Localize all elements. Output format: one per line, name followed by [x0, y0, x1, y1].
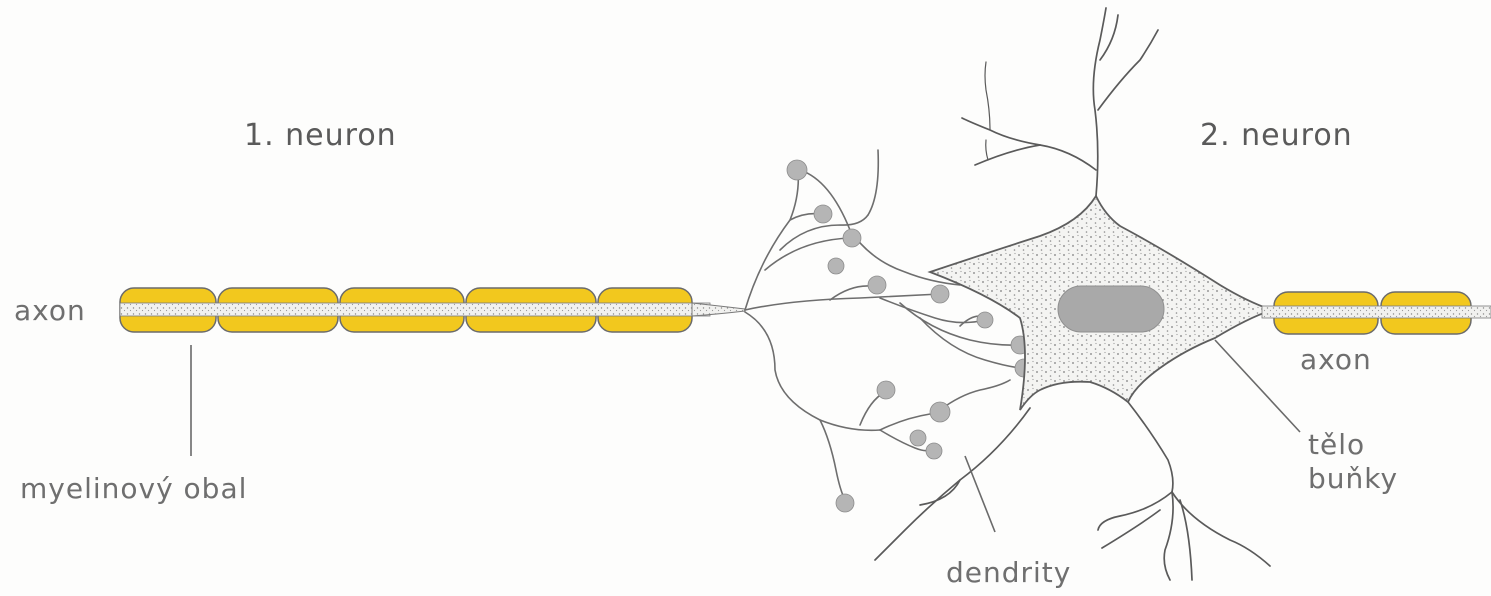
cell-body-label-line2: buňky — [1308, 462, 1398, 496]
terminal-bulb — [930, 402, 950, 422]
myelin-sheath-label: myelinový obal — [20, 472, 247, 505]
terminal-bulb — [787, 160, 807, 180]
cell-body-leader-line — [1215, 340, 1300, 432]
neuron-1-title: 1. neuron — [244, 118, 397, 153]
terminal-bulb — [843, 229, 861, 247]
terminal-bulb — [910, 430, 926, 446]
right-axon — [1262, 292, 1491, 334]
axon-label-right: axon — [1300, 343, 1372, 376]
terminal-bulbs — [787, 160, 1033, 512]
terminal-bulb — [977, 312, 993, 328]
terminal-bulb — [836, 494, 854, 512]
terminal-bulb — [926, 443, 942, 459]
left-axon — [120, 288, 745, 332]
nucleus — [1058, 286, 1164, 332]
axon-core — [1262, 306, 1491, 318]
terminal-bulb — [828, 258, 844, 274]
terminal-bulb — [868, 276, 886, 294]
cell-body-label: tělo buňky — [1308, 428, 1398, 496]
axon-core — [120, 303, 710, 316]
terminal-bulb — [877, 381, 895, 399]
neuron-2-title: 2. neuron — [1200, 118, 1353, 153]
dendrites-label: dendrity — [946, 556, 1071, 589]
axon-label-left: axon — [14, 294, 86, 327]
terminal-bulb — [931, 285, 949, 303]
dendrites-leader-line — [965, 456, 995, 532]
terminal-bulb — [814, 205, 832, 223]
cell-body-label-line1: tělo — [1308, 428, 1398, 462]
